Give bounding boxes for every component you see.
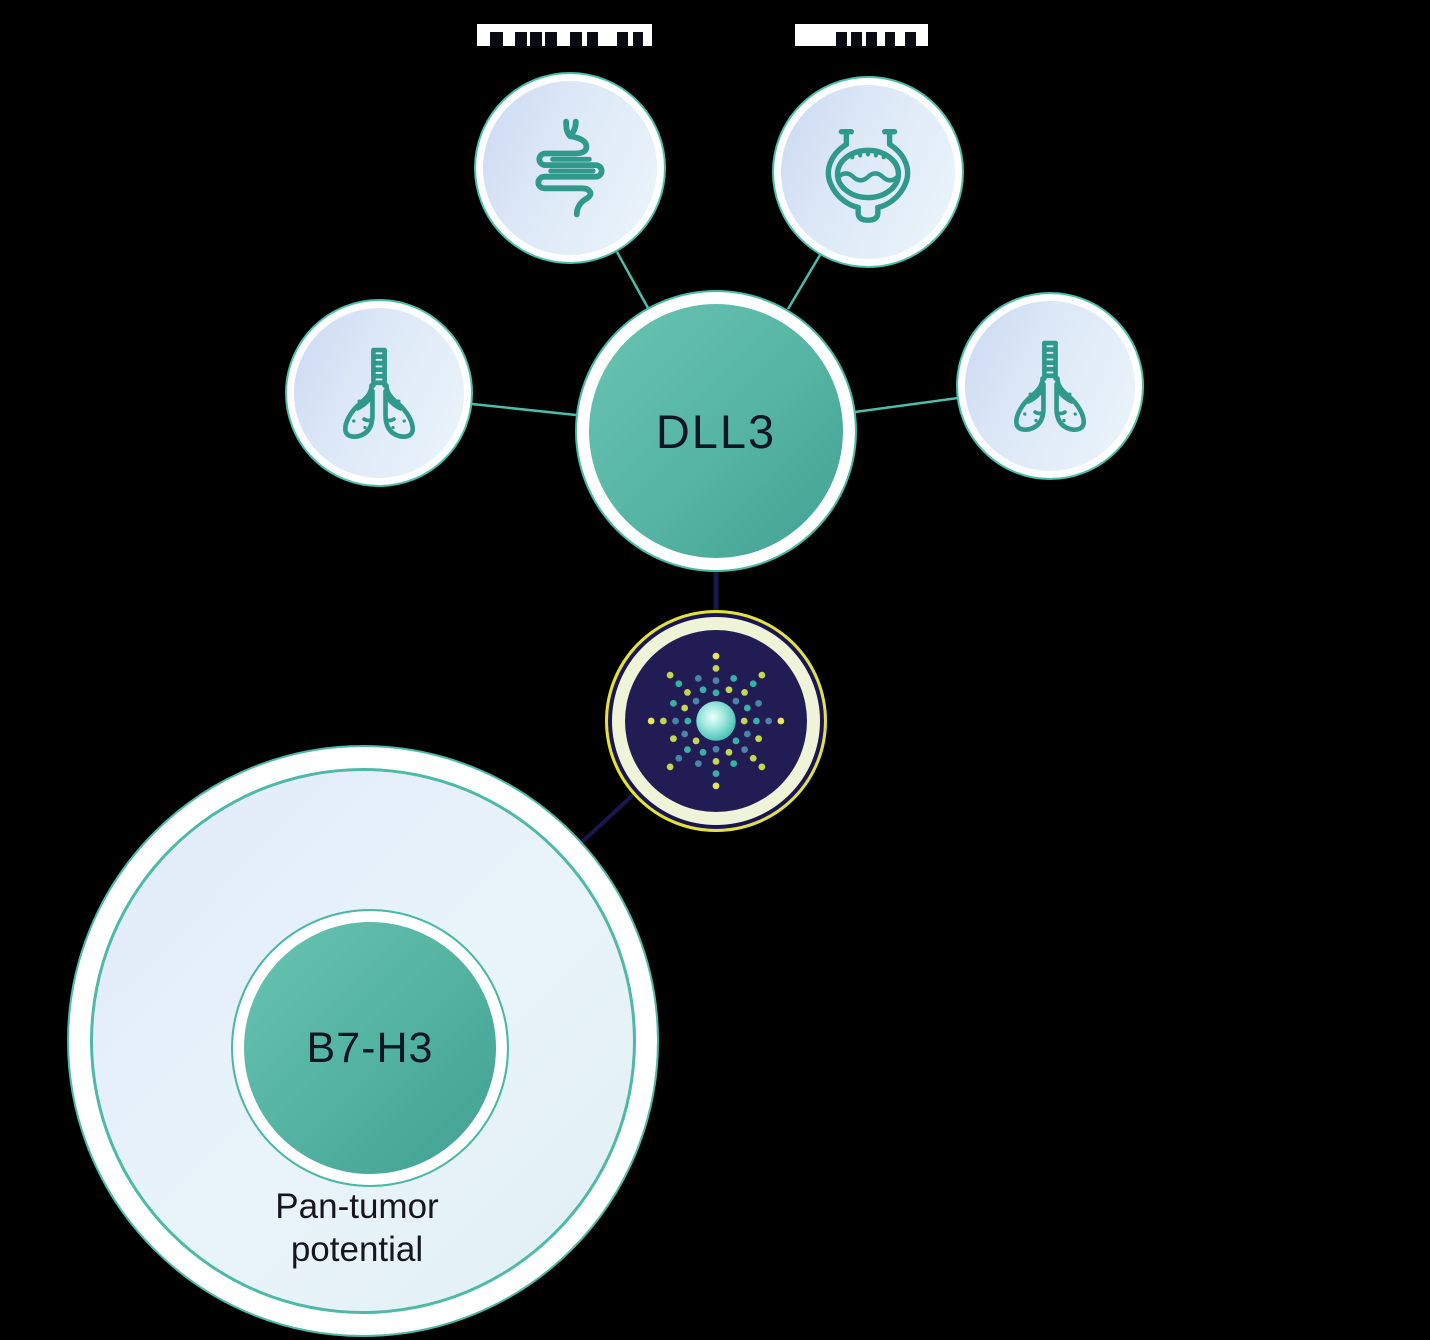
connector-molecule-pantumor [579,793,635,845]
clipped-letter-fragment [851,32,862,46]
pan-tumor-caption: Pan-tumor potential [275,1187,439,1269]
clipped-letter-fragment [885,32,895,46]
node-molecule [605,610,827,832]
lungs-icon [1014,340,1086,432]
node-gi-tract [474,72,666,264]
clipped-letter-fragment [617,32,628,46]
node-lungs-right [956,292,1144,480]
clipped-letter-fragment [587,32,598,46]
node-bladder [772,76,964,268]
lungs-icon [343,347,415,439]
bladder-icon [825,128,911,223]
node-dll3-hub: DLL3 [575,290,857,572]
clipped-letter-fragment [866,32,877,46]
clipped-letter-fragment [530,32,542,46]
clipped-letter-fragment [515,32,527,46]
clipped-label-fragment-left [477,24,652,46]
molecule-starburst-icon [647,652,785,790]
connector-hub-bladder [786,254,822,310]
clipped-letter-fragment [570,32,582,46]
clipped-letter-fragment [545,32,557,46]
clipped-letter-fragment [836,32,847,46]
node-b7h3: B7-H3 [231,909,509,1187]
clipped-letter-fragment [633,32,643,46]
b7h3-label: B7-H3 [306,1023,434,1072]
clipped-letter-fragment [905,32,916,46]
node-lungs-left [285,299,473,487]
clipped-letter-fragment [490,32,503,46]
clipped-label-fragment-right [795,24,928,46]
connector-hub-lungs-left [471,402,577,417]
dll3-label: DLL3 [655,404,777,458]
connector-hub-lungs-right [854,396,959,414]
intestine-icon [535,118,605,218]
connector-hub-gi [615,251,650,309]
